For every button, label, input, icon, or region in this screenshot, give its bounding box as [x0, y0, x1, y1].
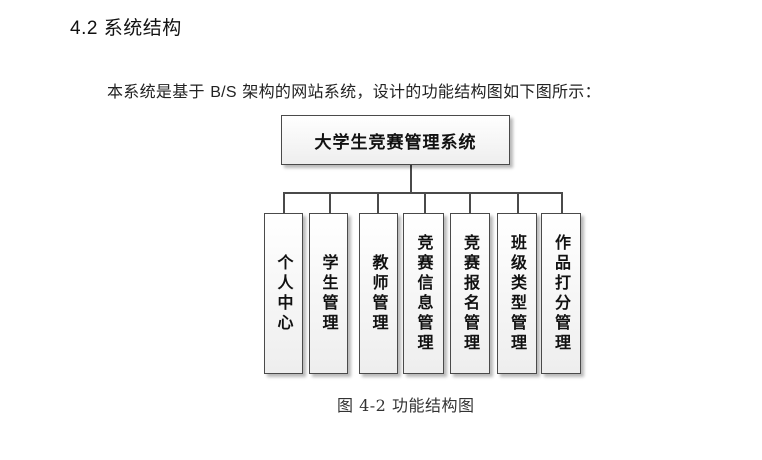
- node-label: 教师管理: [369, 253, 389, 334]
- paragraph-text-start: 本系统是基于: [107, 82, 205, 101]
- child-connector-2: [329, 192, 331, 213]
- root-node: 大学生竞赛管理系统: [281, 115, 510, 165]
- node-label: 个人中心: [274, 253, 294, 334]
- node-label: 竞赛信息管理: [414, 233, 434, 354]
- section-heading: 4.2 系统结构: [70, 18, 182, 39]
- child-connector-7: [561, 192, 563, 213]
- child-connector-6: [517, 192, 519, 213]
- node-personal-center: 个人中心: [264, 213, 303, 374]
- node-label: 学生管理: [319, 253, 339, 334]
- child-connector-5: [469, 192, 471, 213]
- node-competition-registration-management: 竞赛报名管理: [450, 213, 490, 374]
- child-connector-3: [377, 192, 379, 213]
- horizontal-bus: [283, 192, 563, 194]
- paragraph-text-latin: B/S: [210, 84, 237, 101]
- node-label: 班级类型管理: [508, 233, 527, 354]
- root-node-label: 大学生竞赛管理系统: [314, 132, 477, 153]
- node-label: 作品打分管理: [552, 233, 571, 354]
- node-teacher-management: 教师管理: [359, 213, 398, 374]
- child-connector-1: [283, 192, 285, 213]
- node-competition-info-management: 竞赛信息管理: [403, 213, 444, 374]
- paragraph-text-end: 架构的网站系统，设计的功能结构图如下图所示：: [242, 82, 601, 101]
- figure-caption: 图 4-2 功能结构图: [337, 396, 475, 415]
- node-student-management: 学生管理: [309, 213, 348, 374]
- root-connector: [410, 165, 412, 193]
- node-class-type-management: 班级类型管理: [497, 213, 537, 374]
- intro-paragraph: 本系统是基于 B/S 架构的网站系统，设计的功能结构图如下图所示：: [107, 78, 601, 102]
- node-work-scoring-management: 作品打分管理: [541, 213, 581, 374]
- child-connector-4: [424, 192, 426, 213]
- node-label: 竞赛报名管理: [461, 233, 480, 354]
